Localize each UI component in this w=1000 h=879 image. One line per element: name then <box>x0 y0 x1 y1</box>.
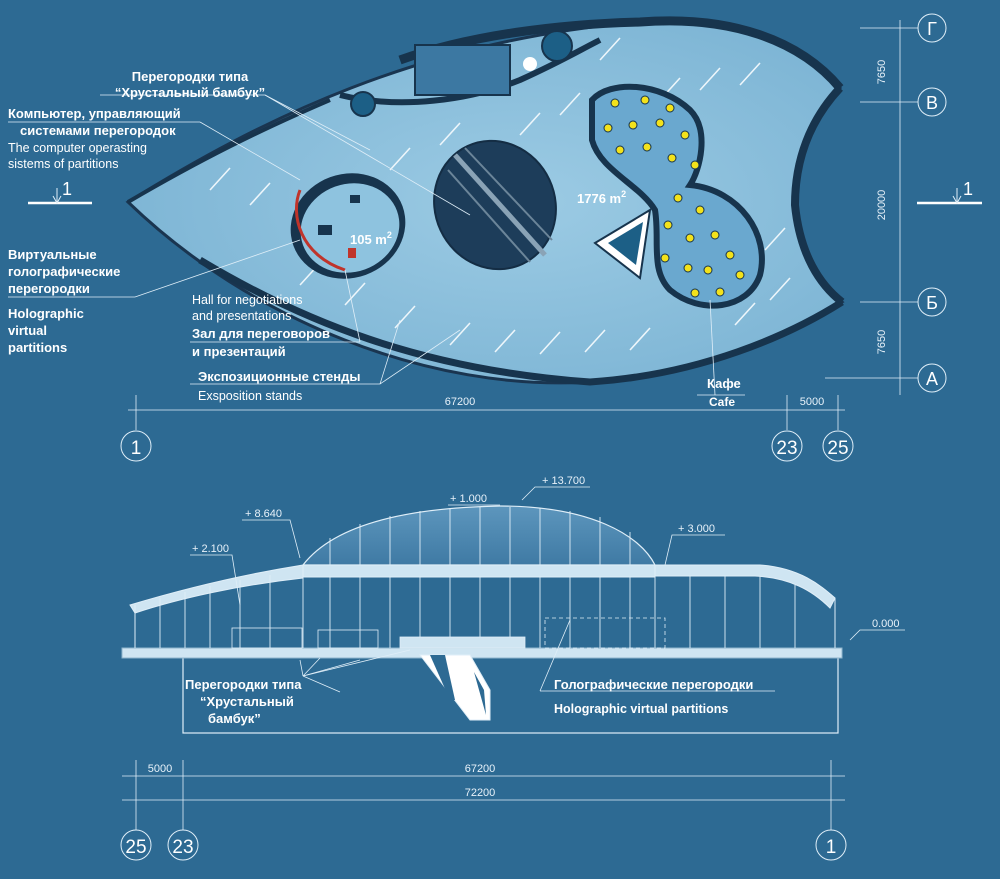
svg-text:перегородки: перегородки <box>8 281 90 296</box>
elevation-label: + 2.100 <box>192 543 229 555</box>
svg-text:бамбук”: бамбук” <box>208 711 261 726</box>
svg-text:Б: Б <box>926 293 938 313</box>
svg-text:67200: 67200 <box>445 396 476 408</box>
wall-left-tip <box>126 98 331 204</box>
svg-text:23: 23 <box>172 837 193 858</box>
svg-text:Компьютер, управляющий: Компьютер, управляющий <box>8 106 181 121</box>
elevation-label: 0.000 <box>872 618 900 630</box>
svg-text:5000: 5000 <box>800 396 824 408</box>
svg-text:Hall for negotiations: Hall for negotiations <box>192 293 302 307</box>
central-exhibit <box>433 139 557 271</box>
round-column <box>523 57 537 71</box>
elevation-markers <box>190 486 905 641</box>
svg-text:25: 25 <box>827 438 848 459</box>
svg-text:1: 1 <box>963 179 973 199</box>
svg-text:virtual: virtual <box>8 323 47 338</box>
section-labels: Перегородки типа “Хрустальный бамбук” Го… <box>185 677 753 726</box>
left-roof <box>129 564 304 614</box>
svg-text:Holographic virtual partitio: Holographic virtual partitions <box>554 702 728 716</box>
elevation-label: + 8.640 <box>245 508 282 520</box>
section-drawing: + 1.000 + 13.700 + 8.640 + 2.100 + 3.000… <box>120 475 905 861</box>
svg-text:Перегородки типа: Перегородки типа <box>185 677 302 692</box>
wall-right-notch <box>790 85 845 306</box>
svg-text:системами перегородок: системами перегородок <box>20 123 176 138</box>
round-column <box>350 91 376 117</box>
svg-text:1: 1 <box>62 179 72 199</box>
section-mark-left: 1 <box>28 179 92 205</box>
svg-text:и презентаций: и презентаций <box>192 344 286 359</box>
wall-bottom <box>198 256 844 386</box>
section-leaders <box>299 619 775 693</box>
area-hall-label: 105 m2 <box>350 230 392 247</box>
svg-text:1: 1 <box>131 438 142 459</box>
svg-text:The computer operasting: The computer operasting <box>8 141 147 155</box>
main-beam <box>302 564 656 578</box>
svg-text:Зал для переговоров: Зал для переговоров <box>192 326 330 341</box>
floor-plan: 1776 m2 105 m2 1 1 7650 20000 7650 Г <box>8 13 982 462</box>
negotiation-hall <box>290 173 406 279</box>
svg-text:5000: 5000 <box>148 763 172 775</box>
svg-text:7650: 7650 <box>876 330 888 354</box>
svg-text:Виртуальные: Виртуальные <box>8 247 97 262</box>
svg-text:А: А <box>926 369 938 389</box>
triangle-exhibit <box>593 208 652 280</box>
svg-text:25: 25 <box>125 837 146 858</box>
svg-text:1: 1 <box>826 837 837 858</box>
svg-text:В: В <box>926 93 938 113</box>
plan-labels: Перегородки типа “Хрустальный бамбук” Ко… <box>8 69 741 409</box>
plan-horizontal-dimensions: 67200 5000 1 23 25 <box>120 395 854 462</box>
elevation-label: + 13.700 <box>542 475 585 487</box>
ground-slab <box>121 647 843 659</box>
round-column <box>541 30 573 62</box>
svg-text:Exsposition stands: Exsposition stands <box>198 389 302 403</box>
elevation-label: + 1.000 <box>450 493 487 505</box>
svg-text:Cafe: Cafe <box>709 395 735 409</box>
svg-text:partitions: partitions <box>8 340 67 355</box>
dome-roof <box>301 505 656 566</box>
elevation-label: + 3.000 <box>678 523 715 535</box>
svg-text:“Хрустальный: “Хрустальный <box>200 694 294 709</box>
svg-text:67200: 67200 <box>465 763 496 775</box>
area-main-label: 1776 m2 <box>577 189 626 206</box>
svg-text:Экспозиционные стенды: Экспозиционные стенды <box>198 369 361 384</box>
svg-text:Holographic: Holographic <box>8 306 84 321</box>
exposition-stands <box>209 37 791 355</box>
svg-text:7650: 7650 <box>876 60 888 84</box>
svg-text:23: 23 <box>776 438 797 459</box>
svg-text:sistems of partitions: sistems of partitions <box>8 157 118 171</box>
section-dimensions: 5000 67200 72200 25 23 1 <box>120 760 847 861</box>
plan-vertical-dimensions: 7650 20000 7650 Г В Б А <box>825 13 947 395</box>
svg-text:Голографические перегородки: Голографические перегородки <box>554 677 753 692</box>
service-rooms <box>414 44 511 96</box>
right-roof <box>654 564 836 609</box>
svg-text:голографические: голографические <box>8 264 120 279</box>
section-mark-right: 1 <box>917 179 982 205</box>
section-columns <box>159 507 796 648</box>
plan-leaders <box>8 94 745 396</box>
svg-text:72200: 72200 <box>465 787 496 799</box>
svg-text:and presentations: and presentations <box>192 309 291 323</box>
svg-text:20000: 20000 <box>876 190 888 221</box>
svg-text:“Хрустальный бамбук”: “Хрустальный бамбук” <box>115 85 265 100</box>
wall-top <box>398 16 844 91</box>
svg-text:Г: Г <box>927 19 937 39</box>
svg-text:Кафе: Кафе <box>707 376 741 391</box>
svg-text:Перегородки типа: Перегородки типа <box>132 69 249 84</box>
cafe-area <box>589 83 765 309</box>
